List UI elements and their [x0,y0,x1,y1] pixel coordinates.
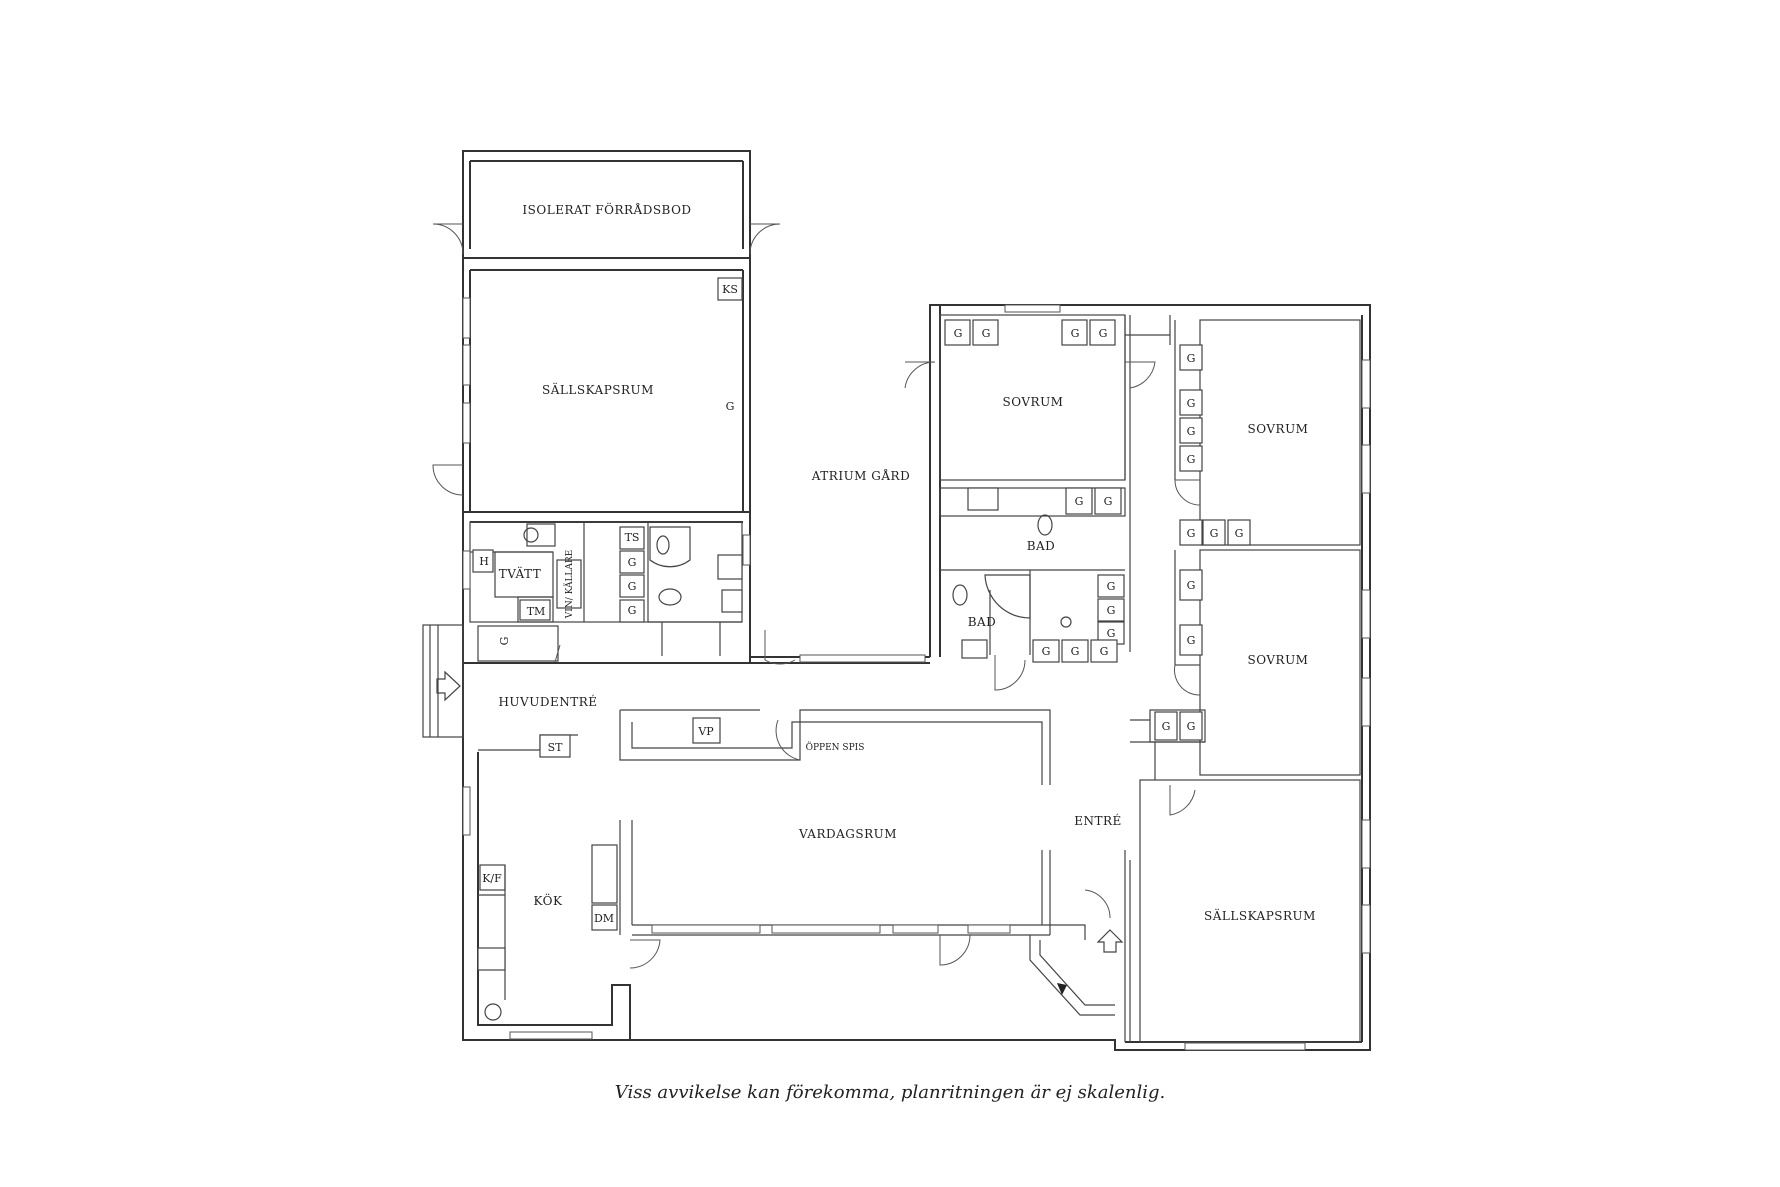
living-room-north-label: SÄLLSKAPSRUM [542,381,654,397]
tm-label: TM [527,605,546,618]
g-label: G [628,604,637,617]
g-label: G [1099,327,1108,340]
st-label: ST [548,741,564,754]
bedroom-1-label: SOVRUM [1003,395,1064,409]
vp-label: VP [697,725,714,738]
g-label: G [1075,495,1084,508]
g-label: G [726,400,735,413]
living-room-main-label: VARDAGSRUM [798,827,897,841]
g-label: G [1187,527,1196,540]
kf-label: K/F [482,872,502,885]
wardrobe-boxes [619,277,1251,741]
g-label: G [1071,327,1080,340]
bedroom-2-label: SOVRUM [1248,422,1309,436]
h-label: H [479,555,489,568]
g-label: G [1187,453,1196,466]
g-label: G [954,327,963,340]
ts-label: TS [625,531,640,544]
g-label: G [1210,527,1219,540]
g-label: G [1100,645,1109,658]
fireplace-label: ÖPPEN SPIS [806,741,865,753]
entrance-label: ENTRÉ [1074,813,1122,828]
atrium-label: ATRIUM GÅRD [811,468,910,483]
bedroom-3-label: SOVRUM [1248,653,1309,667]
room-labels: ISOLERAT FÖRRÅDSBOD SÄLLSKAPSRUM ATRIUM … [498,201,1315,923]
fixture-labels: KS G TS G G G H TM VIN/ KÄLLARE VP ST K/… [479,283,1243,925]
wine-cellar-label: VIN/ KÄLLARE [563,550,575,619]
g-label: G [628,556,637,569]
g-label: G [1187,720,1196,733]
g-label: G [498,637,511,646]
g-label: G [1187,425,1196,438]
ks-label: KS [722,283,738,296]
g-label: G [1187,352,1196,365]
storage-label: ISOLERAT FÖRRÅDSBOD [522,201,691,217]
living-room-south-label: SÄLLSKAPSRUM [1204,907,1316,923]
g-label: G [1235,527,1244,540]
g-label: G [1187,397,1196,410]
g-label: G [1042,645,1051,658]
disclaimer-text: Viss avvikelse kan förekomma, planritnin… [614,1082,1166,1103]
bath-2-label: BAD [968,615,997,629]
g-label: G [982,327,991,340]
g-label: G [1071,645,1080,658]
g-label: G [1107,627,1116,640]
g-label: G [1187,634,1196,647]
main-entrance-label: HUVUDENTRÉ [498,694,597,709]
laundry-label: TVÄTT [499,565,542,581]
g-label: G [628,580,637,593]
kitchen-label: KÖK [534,892,563,908]
g-label: G [1107,604,1116,617]
g-label: G [1162,720,1171,733]
g-label: G [1187,579,1196,592]
fixtures [422,277,1251,1021]
bath-1-label: BAD [1027,539,1056,553]
g-label: G [1104,495,1113,508]
doors [432,223,1201,969]
windows [462,297,1371,1051]
g-label: G [1107,580,1116,593]
dm-label: DM [594,912,614,925]
